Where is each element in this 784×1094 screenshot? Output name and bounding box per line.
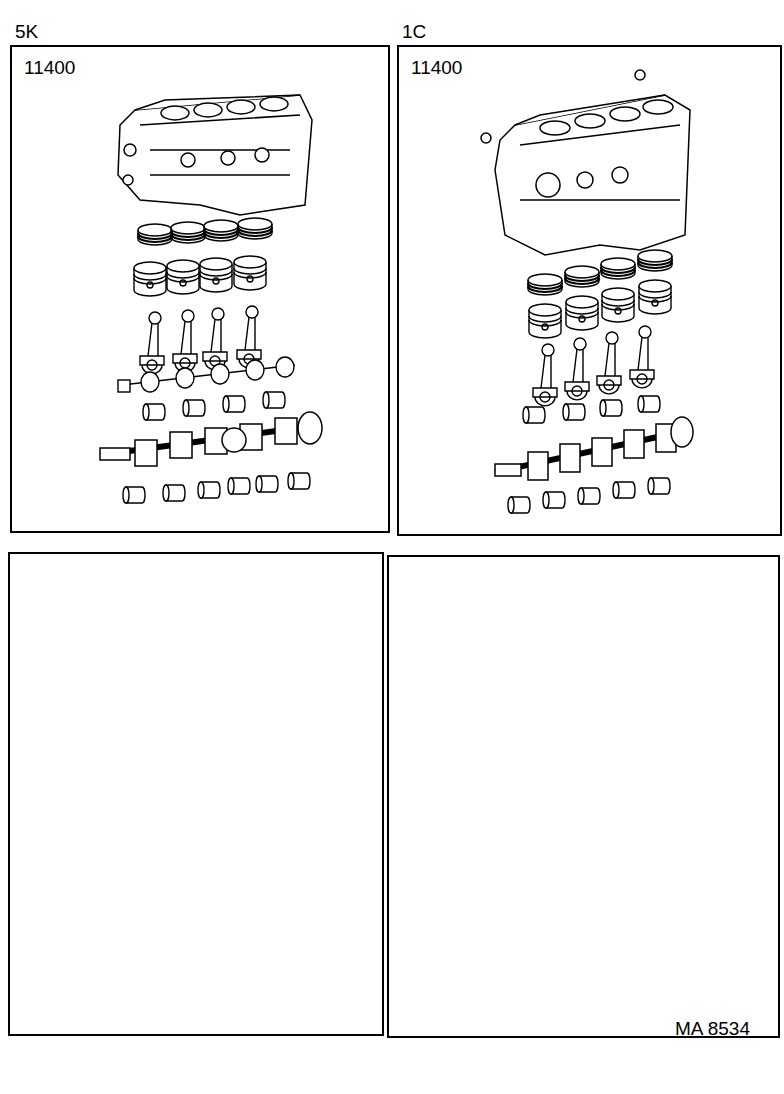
parts-panel: 5K11400: [10, 45, 390, 533]
parts-panel: 1C11400: [397, 45, 782, 536]
rod-bearings: [508, 478, 670, 513]
crankshaft: [100, 412, 322, 466]
engine-code: 1C: [402, 21, 426, 43]
camshaft: [118, 357, 295, 392]
figure-number: MA 8534: [675, 1018, 750, 1040]
rod-bearings: [123, 473, 310, 503]
pistons: [134, 256, 266, 296]
cylinder-block: [118, 95, 312, 215]
piston-rings: [138, 218, 272, 245]
part-number: 11400: [24, 57, 75, 79]
empty-panel: [9, 553, 383, 1035]
main-bearings: [523, 396, 660, 423]
main-bearings: [143, 392, 285, 420]
cylinder-block: [481, 70, 690, 255]
connecting-rods: [533, 326, 654, 406]
empty-panel: [388, 556, 779, 1037]
crankshaft: [495, 417, 693, 480]
connecting-rods: [140, 306, 261, 374]
part-number: 11400: [411, 57, 462, 79]
engine-code: 5K: [15, 21, 38, 43]
